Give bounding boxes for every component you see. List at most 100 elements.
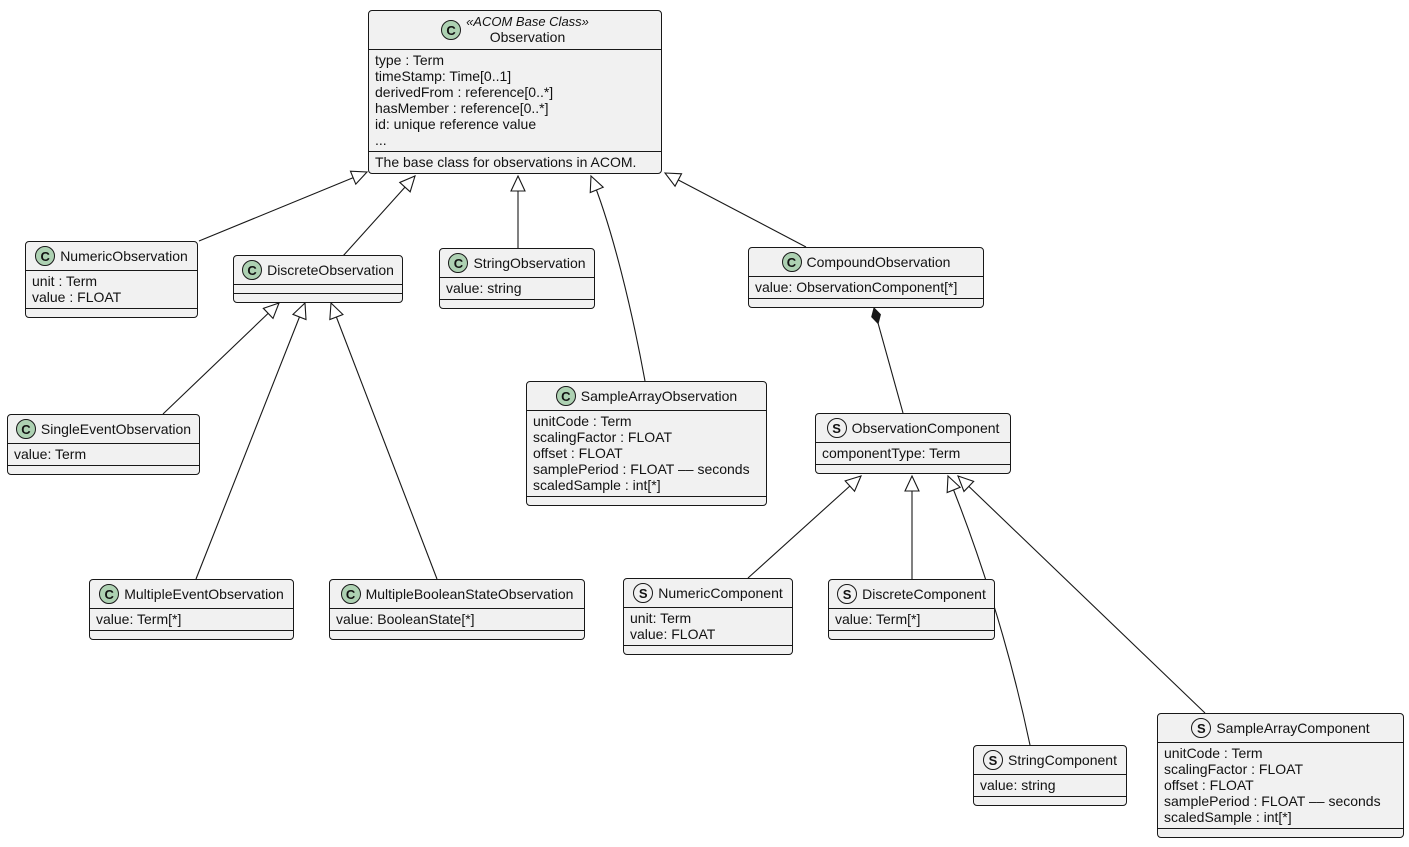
class-header: C MultipleBooleanStateObservation <box>330 580 584 608</box>
empty-methods-compartment <box>330 630 584 639</box>
class-note: The base class for observations in ACOM. <box>369 151 661 173</box>
generalization-arrowhead-icon <box>904 474 920 492</box>
generalization-edge-CompoundObservation-to-Observation <box>663 172 807 248</box>
attributes-compartment: value: Term <box>8 443 199 465</box>
attributes-compartment: value: ObservationComponent[*] <box>749 276 983 298</box>
class-name: ObservationComponent <box>851 419 1000 436</box>
attribute-line: timeStamp: Time[0..1] <box>375 68 512 84</box>
class-title-block: CompoundObservation <box>807 254 951 271</box>
class-spot-icon: C <box>441 20 462 40</box>
attribute-line: value: string <box>446 280 522 296</box>
empty-methods-compartment <box>90 630 293 639</box>
empty-methods-compartment <box>234 293 402 302</box>
class-title-block: MultipleEventObservation <box>124 586 284 603</box>
attribute-line: componentType: Term <box>822 445 961 461</box>
attribute-line: unitCode : Term <box>533 413 632 429</box>
struct-spot-icon: S <box>633 583 654 603</box>
class-title-block: MultipleBooleanStateObservation <box>366 586 574 603</box>
attribute-line: derivedFrom : reference[0..*] <box>375 84 554 100</box>
empty-methods-compartment <box>8 465 199 474</box>
relationship-line <box>590 175 646 382</box>
class-header: C CompoundObservation <box>749 248 983 276</box>
class-name: SingleEventObservation <box>40 420 192 437</box>
class-name: DiscreteComponent <box>862 585 986 602</box>
attributes-compartment: value: BooleanState[*] <box>330 608 584 630</box>
attribute-line: scaledSample : int[*] <box>1164 809 1292 825</box>
composition-diamond-icon <box>871 307 881 325</box>
class-spot-icon: C <box>555 386 576 406</box>
empty-methods-compartment <box>974 796 1126 805</box>
relationship-line <box>747 475 862 579</box>
attribute-line: samplePeriod : FLOAT –– seconds <box>533 461 750 477</box>
generalization-arrowhead-icon <box>957 475 975 493</box>
class-name: DiscreteObservation <box>267 261 394 278</box>
generalization-edge-DiscreteComponent-to-ObservationComponent <box>904 474 920 579</box>
generalization-edge-NumericObservation-to-Observation <box>198 170 369 242</box>
empty-methods-compartment <box>527 496 766 505</box>
attribute-line: scalingFactor : FLOAT <box>1164 761 1304 777</box>
attribute-line: hasMember : reference[0..*] <box>375 100 549 116</box>
empty-methods-compartment <box>26 308 197 317</box>
generalization-edge-MultipleEventObservation-to-DiscreteObservation <box>195 301 307 580</box>
class-stereotype: «ACOM Base Class» <box>466 14 589 29</box>
empty-attributes-compartment <box>234 284 402 293</box>
attributes-compartment: value: string <box>974 774 1126 796</box>
class-name: SampleArrayComponent <box>1216 719 1370 736</box>
attribute-line: scalingFactor : FLOAT <box>533 429 673 445</box>
generalization-edge-SampleArrayObservation-to-Observation <box>589 174 646 382</box>
class-title-block: NumericObservation <box>60 248 188 265</box>
class-spot-icon: C <box>15 419 36 439</box>
class-title-block: DiscreteComponent <box>862 586 986 603</box>
generalization-edge-DiscreteObservation-to-Observation <box>342 175 416 257</box>
generalization-edge-NumericComponent-to-ObservationComponent <box>747 475 862 579</box>
generalization-arrowhead-icon <box>946 474 962 494</box>
attribute-line: value: Term[*] <box>96 611 182 627</box>
relationship-line <box>877 322 904 414</box>
empty-methods-compartment <box>624 645 792 654</box>
attribute-line: type : Term <box>375 52 444 68</box>
relationship-line <box>195 302 306 580</box>
attribute-line: id: unique reference value <box>375 116 537 132</box>
generalization-arrowhead-icon <box>398 175 416 193</box>
generalization-arrowhead-icon <box>349 170 369 186</box>
class-box-MultipleBooleanStateObservation: C MultipleBooleanStateObservation value: B… <box>329 579 585 640</box>
class-title-block: SingleEventObservation <box>41 421 191 438</box>
relationship-line <box>957 475 1206 714</box>
class-title-block: NumericComponent <box>658 585 783 602</box>
class-box-Observation: C «ACOM Base Class»Observation type : Term… <box>368 10 662 174</box>
class-name: SampleArrayObservation <box>580 387 738 404</box>
attribute-line: samplePeriod : FLOAT –– seconds <box>1164 793 1381 809</box>
class-title-block: StringObservation <box>473 255 585 272</box>
attribute-line: value: Term <box>14 446 87 462</box>
attribute-line: value: FLOAT <box>630 626 716 642</box>
generalization-arrowhead-icon <box>663 172 683 188</box>
generalization-arrowhead-icon <box>844 475 862 493</box>
generalization-edge-StringObservation-to-Observation <box>510 174 526 248</box>
class-name: Observation <box>489 29 566 45</box>
generalization-edge-SampleArrayComponent-to-ObservationComponent <box>957 475 1206 714</box>
attribute-line: ... <box>375 132 387 148</box>
class-spot-icon: C <box>781 252 802 272</box>
attribute-line: unit: Term <box>630 610 692 626</box>
empty-methods-compartment <box>1158 828 1403 837</box>
class-spot-icon: C <box>35 246 56 266</box>
class-spot-icon: C <box>340 584 361 604</box>
